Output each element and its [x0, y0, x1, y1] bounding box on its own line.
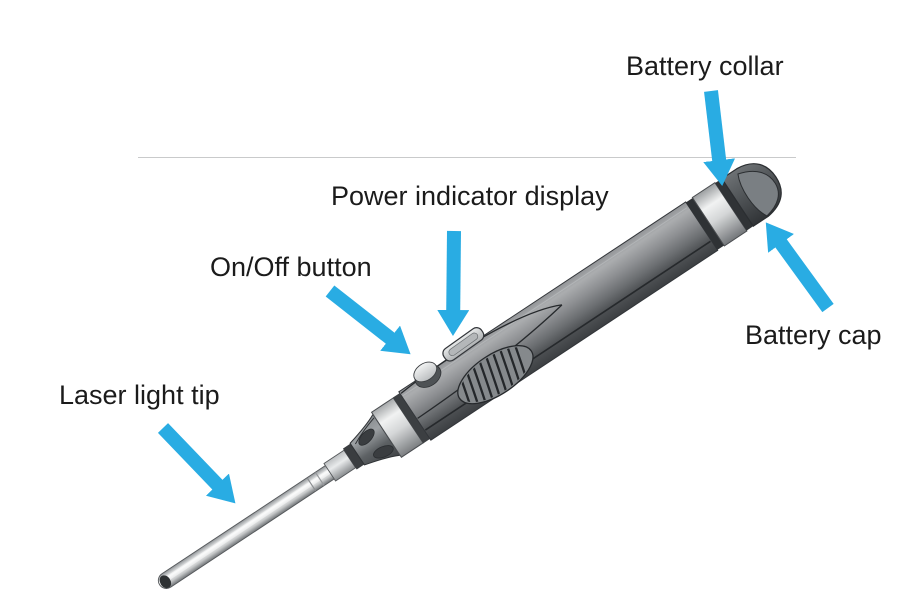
nose-cone	[349, 413, 401, 466]
nose-dark-band	[392, 393, 431, 444]
laser-light-tip-part	[157, 461, 342, 589]
arrow-power-indicator-display	[437, 230, 470, 336]
arrow-battery-cap	[765, 222, 834, 313]
speaker-grill	[457, 339, 534, 413]
collar-dark-band-rear	[715, 178, 754, 231]
power-indicator-display-part	[442, 327, 485, 362]
arrow-battery-collar	[703, 90, 736, 187]
laser-pen-illustration	[157, 153, 792, 589]
label-laser-light-tip: Laser light tip	[59, 380, 220, 410]
divider-line	[138, 157, 796, 158]
tip-opening	[159, 575, 172, 589]
collar-dark-band-front	[685, 197, 725, 250]
battery-cap-part[interactable]	[720, 153, 792, 228]
label-battery-cap: Battery cap	[745, 320, 882, 350]
ferrule-dark-ring	[342, 443, 365, 470]
on-off-button-part[interactable]	[409, 357, 445, 392]
label-power-indicator-display: Power indicator display	[331, 181, 609, 211]
arrow-on-off-button	[325, 285, 411, 355]
label-battery-collar: Battery collar	[626, 51, 784, 81]
tip-ferrule	[323, 449, 357, 482]
label-on-off-button: On/Off button	[210, 252, 372, 282]
arrow-laser-light-tip	[157, 423, 236, 504]
pen-body	[398, 201, 719, 441]
